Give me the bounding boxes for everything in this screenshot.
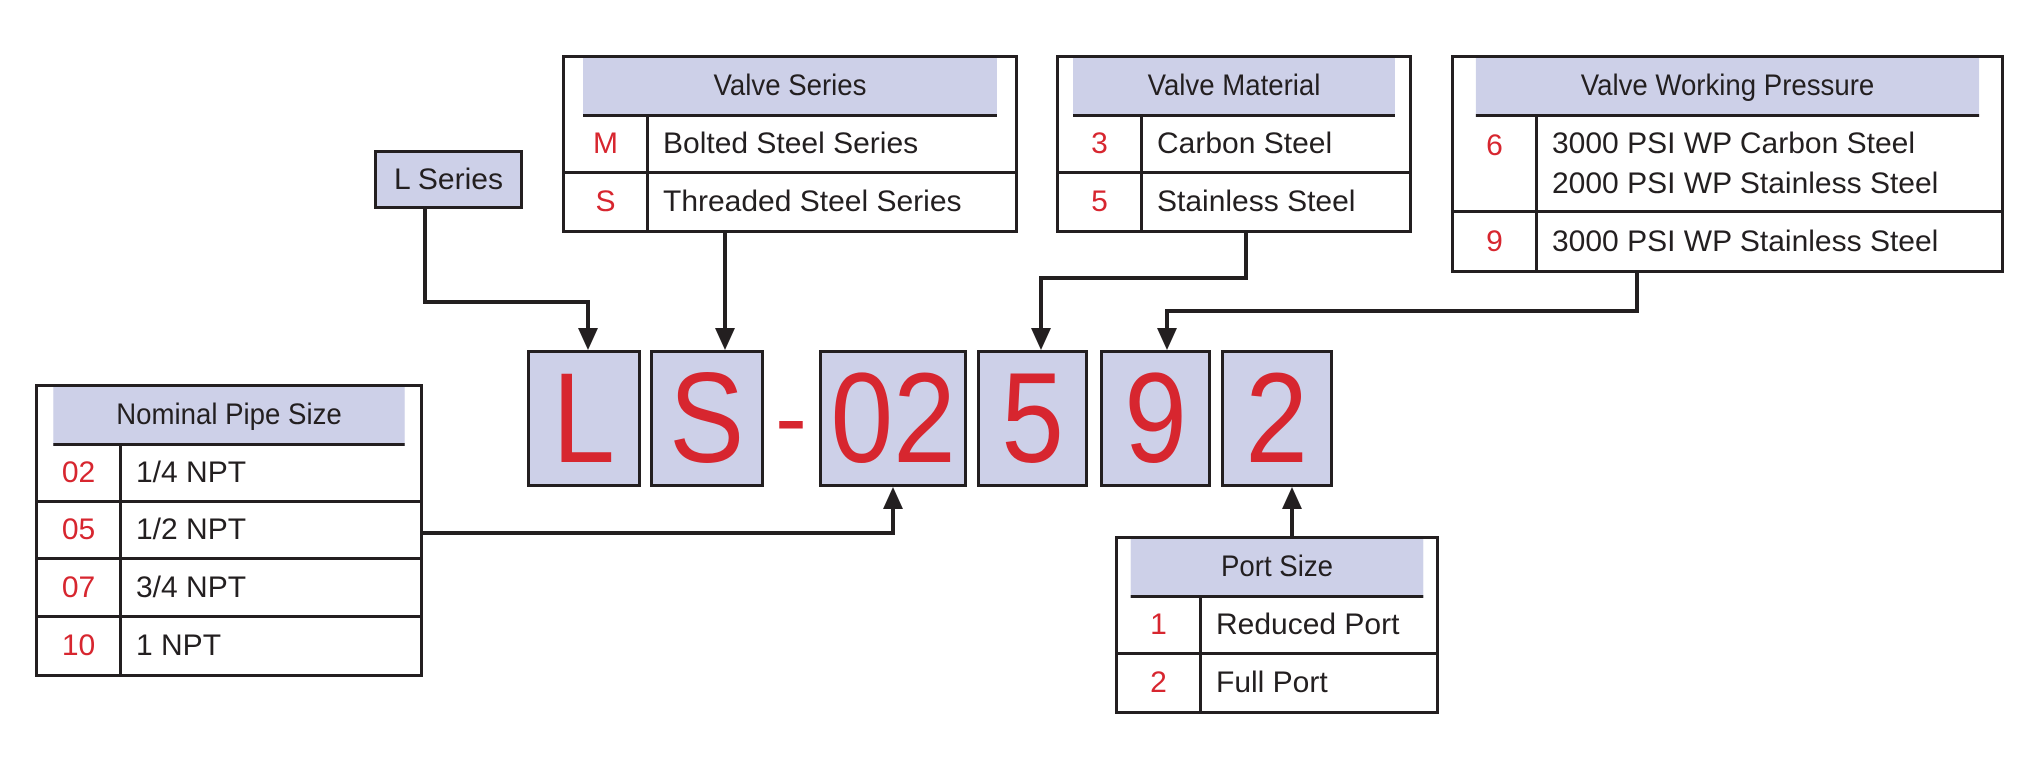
desc-cell: Reduced Port bbox=[1202, 598, 1399, 652]
char-text: L bbox=[552, 346, 616, 490]
desc-cell: 1/2 NPT bbox=[122, 503, 246, 557]
table-row: S Threaded Steel Series bbox=[565, 174, 1015, 230]
table-row: 3 Carbon Steel bbox=[1059, 117, 1409, 174]
desc-line: Reduced Port bbox=[1216, 608, 1400, 641]
char-box-pipe-size: 02 bbox=[819, 350, 967, 487]
table-row: 5 Stainless Steel bbox=[1059, 174, 1409, 230]
table-row: 6 3000 PSI WP Carbon Steel 2000 PSI WP S… bbox=[1454, 117, 2001, 213]
desc-line: Carbon Steel bbox=[1157, 127, 1333, 160]
desc-cell: 1/4 NPT bbox=[122, 446, 246, 500]
l-series-label: L Series bbox=[374, 150, 523, 209]
desc-line: 1/2 NPT bbox=[136, 513, 247, 546]
valve-material-table: Valve Material 3 Carbon Steel 5 Stainles… bbox=[1056, 55, 1412, 233]
table-row: 10 1 NPT bbox=[38, 618, 420, 674]
table-row: 9 3000 PSI WP Stainless Steel bbox=[1454, 213, 2001, 270]
table-row: M Bolted Steel Series bbox=[565, 117, 1015, 174]
desc-line: 2000 PSI WP Stainless Steel bbox=[1552, 166, 1939, 200]
desc-cell: Bolted Steel Series bbox=[649, 117, 918, 171]
desc-cell: Stainless Steel bbox=[1143, 174, 1355, 230]
code-cell: 3 bbox=[1059, 117, 1143, 171]
desc-cell: 1 NPT bbox=[122, 618, 221, 674]
working-pressure-table: Valve Working Pressure 6 3000 PSI WP Car… bbox=[1451, 55, 2004, 273]
valve-material-title: Valve Material bbox=[1073, 58, 1395, 117]
table-row: 02 1/4 NPT bbox=[38, 446, 420, 503]
connector-working-pressure bbox=[1165, 270, 1639, 330]
code-cell: 02 bbox=[38, 446, 122, 500]
valve-series-title: Valve Series bbox=[583, 58, 997, 117]
char-box-working-pressure: 9 bbox=[1100, 350, 1211, 487]
code-cell: 9 bbox=[1454, 213, 1538, 270]
char-text: 02 bbox=[830, 346, 956, 490]
connector-valve-material bbox=[1039, 230, 1248, 330]
code-cell: M bbox=[565, 117, 649, 171]
pipe-size-title: Nominal Pipe Size bbox=[53, 387, 405, 446]
arrowhead-02 bbox=[883, 487, 903, 509]
table-row: 1 Reduced Port bbox=[1118, 598, 1436, 655]
table-row: 2 Full Port bbox=[1118, 655, 1436, 711]
char-text: 5 bbox=[1001, 346, 1064, 490]
code-cell: 07 bbox=[38, 560, 122, 615]
code-cell: 05 bbox=[38, 503, 122, 557]
port-size-table: Port Size 1 Reduced Port 2 Full Port bbox=[1115, 536, 1439, 714]
code-cell: 5 bbox=[1059, 174, 1143, 230]
desc-line: 3000 PSI WP Carbon Steel bbox=[1552, 126, 1915, 160]
desc-cell: Carbon Steel bbox=[1143, 117, 1332, 171]
valve-series-table: Valve Series M Bolted Steel Series S Thr… bbox=[562, 55, 1018, 233]
arrowhead-9 bbox=[1157, 328, 1177, 350]
connector-l-series bbox=[423, 209, 590, 330]
desc-line: 1/4 NPT bbox=[136, 456, 247, 489]
table-row: 05 1/2 NPT bbox=[38, 503, 420, 560]
desc-cell: Threaded Steel Series bbox=[649, 174, 962, 230]
arrowhead-l bbox=[578, 328, 598, 350]
desc-cell: Full Port bbox=[1202, 655, 1328, 711]
code-text: 6 bbox=[1486, 129, 1503, 162]
separator-text: - bbox=[775, 364, 807, 471]
arrowhead-s bbox=[715, 328, 735, 350]
arrowhead-2 bbox=[1282, 487, 1302, 509]
port-size-title: Port Size bbox=[1130, 539, 1424, 598]
part-number-separator: - bbox=[775, 370, 807, 466]
char-box-series-letter: L bbox=[527, 350, 641, 487]
code-cell: 6 bbox=[1454, 117, 1538, 210]
desc-line: 3000 PSI WP Stainless Steel bbox=[1552, 224, 1939, 258]
l-series-text: L Series bbox=[394, 162, 503, 196]
code-cell: 2 bbox=[1118, 655, 1202, 711]
pipe-size-table: Nominal Pipe Size 02 1/4 NPT 05 1/2 NPT … bbox=[35, 384, 423, 677]
desc-line: Bolted Steel Series bbox=[663, 127, 919, 160]
desc-cell: 3000 PSI WP Stainless Steel bbox=[1538, 213, 1938, 270]
code-cell: S bbox=[565, 174, 649, 230]
char-text: 2 bbox=[1245, 346, 1309, 490]
desc-line: Stainless Steel bbox=[1157, 185, 1356, 218]
char-box-valve-material: 5 bbox=[977, 350, 1088, 487]
desc-cell: 3/4 NPT bbox=[122, 560, 246, 615]
desc-line: 1 NPT bbox=[136, 629, 222, 662]
desc-line: Full Port bbox=[1216, 666, 1328, 699]
working-pressure-title: Valve Working Pressure bbox=[1475, 58, 1980, 117]
char-text: 9 bbox=[1124, 346, 1187, 490]
arrowhead-5 bbox=[1031, 328, 1051, 350]
code-cell: 1 bbox=[1118, 598, 1202, 652]
desc-line: Threaded Steel Series bbox=[663, 185, 962, 218]
desc-cell: 3000 PSI WP Carbon Steel 2000 PSI WP Sta… bbox=[1538, 117, 1938, 210]
desc-line: 3/4 NPT bbox=[136, 570, 247, 604]
char-box-valve-series: S bbox=[650, 350, 764, 487]
connector-pipe-size bbox=[421, 507, 895, 535]
char-text: S bbox=[669, 346, 745, 490]
char-box-port-size: 2 bbox=[1221, 350, 1333, 487]
table-row: 07 3/4 NPT bbox=[38, 560, 420, 618]
code-cell: 10 bbox=[38, 618, 122, 674]
